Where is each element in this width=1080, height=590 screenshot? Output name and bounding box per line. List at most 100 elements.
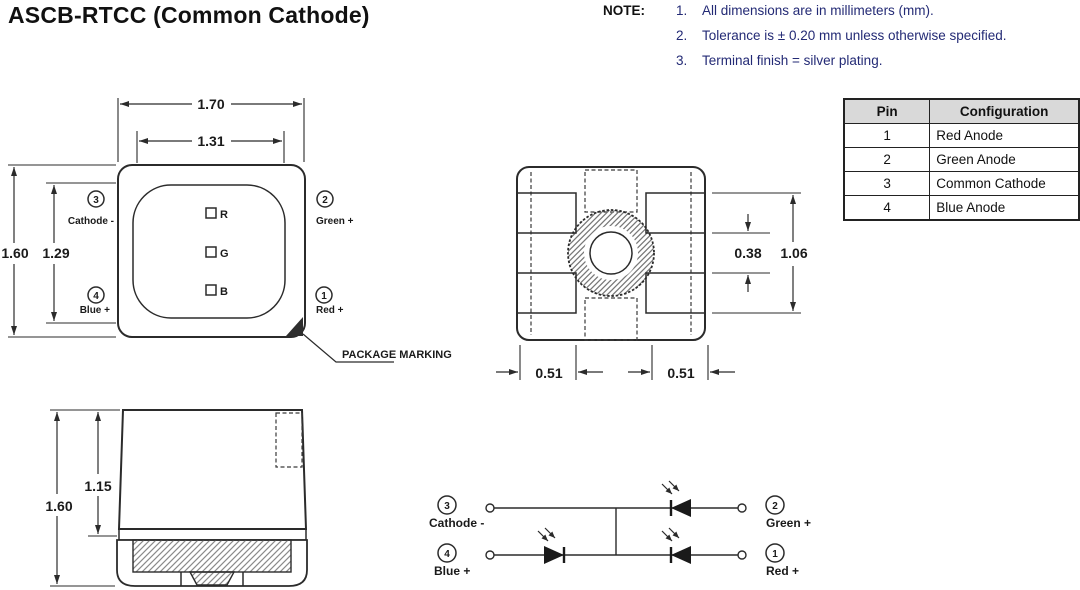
pin-number-circle (87, 286, 105, 304)
pin1-callout: 1 Red + (315, 286, 344, 316)
solder-pad-bottom-left (516, 272, 577, 314)
top-view-outer-width-dimension: 1.70 (117, 96, 305, 162)
pad-width-dimensions: 0.51 0.51 (496, 345, 735, 381)
top-view-inner-height-dimension: 1.29 (42, 182, 116, 324)
pin-number-circle (765, 543, 785, 563)
table-row: 2 Green Anode (843, 147, 1080, 172)
bottom-view-top-cavity (584, 169, 638, 213)
note-item-2: 2.Tolerance is ± 0.20 mm unless otherwis… (676, 28, 1080, 43)
pad-gap-dimension: 0.38 (712, 214, 770, 292)
pin-number: 3 (93, 195, 99, 206)
package-marking-label: PACKAGE MARKING (342, 349, 452, 361)
solder-pad-top-right (645, 192, 706, 234)
pin-number-circle (765, 495, 785, 515)
side-view-base-strip (118, 528, 307, 541)
side-view-terminal-core (132, 539, 292, 573)
dimension-value: 1.06 (780, 245, 807, 261)
pin-configuration-table: Pin Configuration 1 Red Anode 2 Green An… (843, 98, 1080, 221)
top-view-lens-window (132, 184, 286, 319)
top-view-drawing: R G B 1.70 1.31 (1, 96, 452, 363)
side-view-body (117, 409, 308, 530)
table-row: 1 Red Anode (843, 123, 1080, 148)
center-pad-inner-circle (589, 231, 633, 275)
notes-label: NOTE: (603, 3, 645, 18)
green-led-symbol (661, 480, 691, 517)
side-view-total-height-dimension: 1.60 (45, 409, 120, 587)
green-die-square (205, 246, 217, 258)
red-led-symbol (661, 527, 691, 564)
pin-number: 2 (772, 501, 778, 512)
schematic-pin1-callout: 1 Red + (765, 543, 799, 578)
top-view-outer-height-dimension: 1.60 (1, 164, 116, 338)
blue-die-label: B (220, 286, 228, 298)
note-item-3: 3. Terminal finish = silver plating. (676, 53, 1080, 68)
dimension-value: 0.51 (667, 365, 694, 381)
red-die-label: R (220, 209, 228, 221)
pin-number: 3 (444, 501, 450, 512)
side-view-body-height-dimension: 1.15 (84, 412, 117, 537)
note-item-1: 1. All dimensions are in millimeters (mm)… (676, 3, 1080, 18)
pin-number-circle (437, 543, 457, 563)
note-number: 3. (676, 53, 688, 68)
pin-number: 1 (321, 291, 327, 302)
note-number: 2. (676, 28, 688, 43)
pin-label: Green + (766, 516, 811, 530)
schematic-drawing: 3 Cathode - 2 Green + 4 Blue + 1 Red + (429, 480, 811, 578)
top-view-inner-width-dimension: 1.31 (136, 131, 285, 163)
side-view-hidden-feature (275, 412, 303, 468)
terminal-pin3 (485, 503, 495, 513)
configuration-column-header: Configuration (929, 98, 1080, 124)
note-text: All dimensions are in millimeters (mm). (702, 3, 934, 18)
pin-label: Green + (316, 216, 354, 227)
pin2-callout: 2 Green + (316, 190, 354, 227)
dimension-value: 1.60 (1, 245, 28, 261)
schematic-pin2-callout: 2 Green + (765, 495, 811, 530)
pin-label: Red + (316, 305, 344, 316)
pin-number-cell: 2 (843, 147, 931, 172)
pin-number-circle (316, 190, 334, 208)
schematic-pin3-callout: 3 Cathode - (429, 495, 484, 530)
pin-number: 4 (93, 291, 99, 302)
table-row: 4 Blue Anode (843, 195, 1080, 221)
pin-number: 2 (322, 195, 328, 206)
pin-label: Blue + (80, 305, 110, 316)
pin-number-circle (315, 286, 333, 304)
pin-number-cell: 3 (843, 171, 931, 196)
package-marking-callout: PACKAGE MARKING (302, 333, 452, 363)
center-pad-ring (584, 226, 638, 280)
schematic-pin4-callout: 4 Blue + (434, 543, 470, 578)
side-view-center-tab (188, 571, 236, 586)
pin-number-cell: 4 (843, 195, 931, 221)
dimension-value: 1.60 (45, 498, 72, 514)
side-view-drawing: 1.60 1.15 (45, 409, 308, 587)
pin-config-cell: Green Anode (929, 147, 1080, 172)
pad-span-dimension: 1.06 (712, 192, 808, 314)
bottom-view-drawing: 0.38 1.06 0.51 0.51 (496, 166, 808, 381)
table-header-row: Pin Configuration (843, 98, 1080, 124)
pin-config-cell: Red Anode (929, 123, 1080, 148)
green-die-label: G (220, 248, 229, 260)
top-view-package-body (117, 164, 306, 338)
terminal-pin4 (485, 550, 495, 560)
package-marking-triangle (286, 317, 303, 336)
pin-column-header: Pin (843, 98, 931, 124)
blue-led-symbol (537, 527, 566, 564)
solder-pad-top-left (516, 192, 577, 234)
solder-pad-bottom-right (645, 272, 706, 314)
pin-number: 4 (444, 549, 450, 560)
pin-config-cell: Common Cathode (929, 171, 1080, 196)
table-row: 3 Common Cathode (843, 171, 1080, 196)
pin-number: 1 (772, 549, 778, 560)
pin-label: Red + (766, 564, 799, 578)
dimension-value: 0.51 (535, 365, 562, 381)
note-text: Terminal finish = silver plating. (702, 53, 883, 68)
dimension-value: 1.15 (84, 478, 111, 494)
dimension-value: 1.29 (42, 245, 69, 261)
blue-die-square (205, 284, 217, 296)
pin-number-circle (87, 190, 105, 208)
dimension-value: 0.38 (734, 245, 761, 261)
note-number: 1. (676, 3, 688, 18)
pin3-callout: 3 Cathode - (68, 190, 114, 227)
